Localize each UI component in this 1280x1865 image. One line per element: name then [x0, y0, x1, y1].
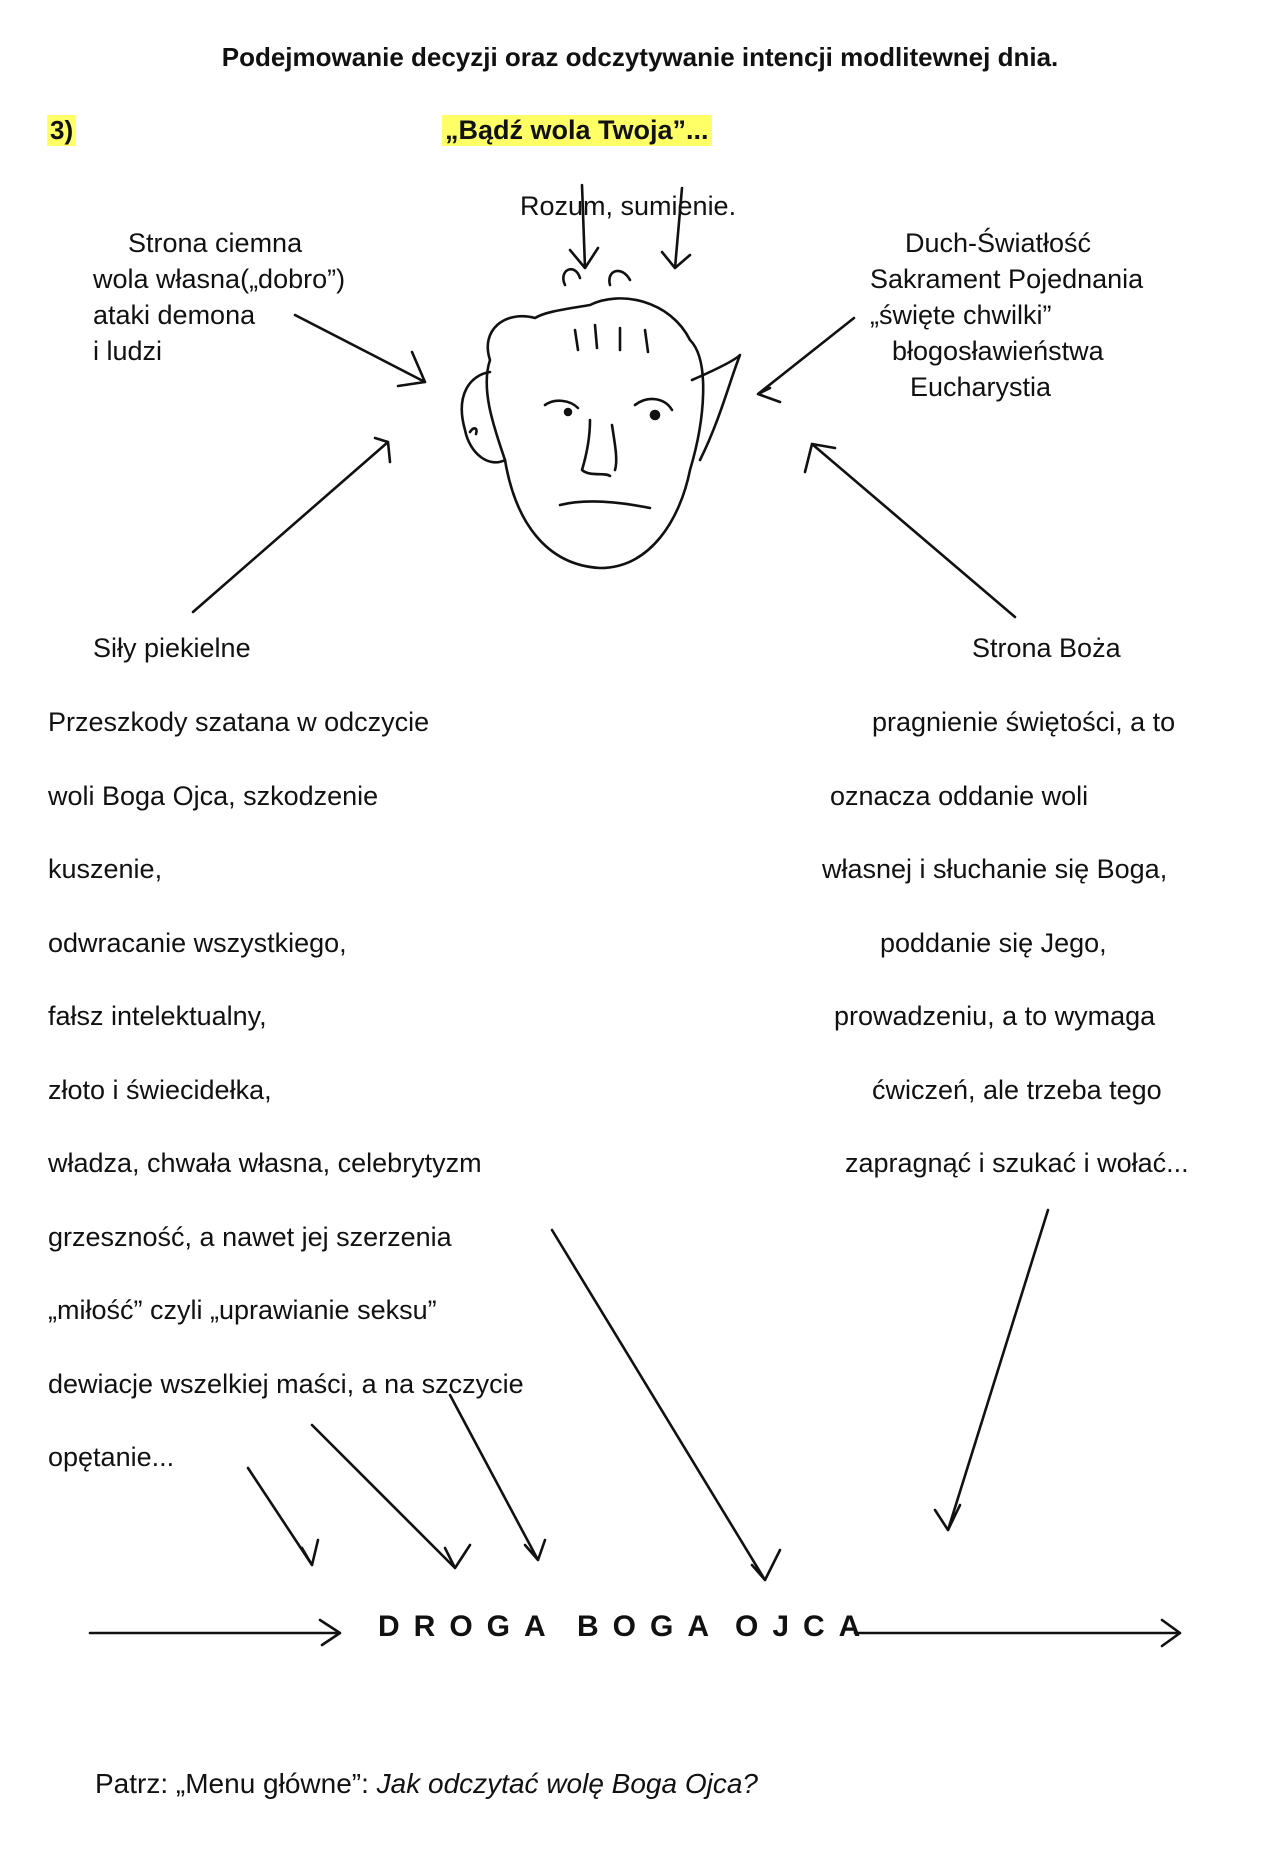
page-title: Podejmowanie decyzji oraz odczytywanie i… — [221, 42, 1059, 72]
arrows-sides — [191, 313, 1017, 619]
right-column: pragnienie świętości, a to oznacza oddan… — [0, 686, 1280, 1201]
right-line: prowadzeniu, a to wymaga — [834, 1001, 1156, 1031]
left-line: „miłość” czyli „uprawianie seksu” — [48, 1295, 437, 1325]
label-dark-side-3: ataki demona — [93, 300, 256, 330]
right-line: zapragnąć i szukać i wołać... — [845, 1148, 1189, 1178]
left-line: fałsz intelektualny, — [48, 1001, 267, 1031]
road-line — [88, 1618, 1182, 1648]
label-light-side-5: Eucharystia — [910, 372, 1052, 402]
right-line: poddanie się Jego, — [880, 927, 1107, 958]
left-line: złoto i świecidełka, — [48, 1074, 272, 1105]
footer-link[interactable]: Jak odczytać wolę Boga Ojca? — [376, 1768, 758, 1799]
label-dark-side-4: i ludzi — [93, 336, 163, 366]
road-word-3: OJCA — [735, 1610, 875, 1643]
label-hellish-forces: Siły piekielne — [93, 633, 251, 663]
road-word-2: BOGA — [577, 1610, 723, 1643]
left-line: dewiacje wszelkiej maści, a na szczycie — [48, 1368, 524, 1399]
label-light-side-2: Sakrament Pojednania — [870, 264, 1144, 294]
right-line: ćwiczeń, ale trzeba tego — [872, 1074, 1162, 1105]
label-gods-side: Strona Boża — [972, 633, 1121, 663]
left-line: władza, chwała własna, celebrytyzm — [48, 1148, 482, 1178]
section-subtitle: „Bądź wola Twoja”... — [442, 115, 712, 146]
right-line: pragnienie świętości, a to — [872, 707, 1176, 737]
left-line: kuszenie, — [48, 854, 163, 884]
left-line: woli Boga Ojca, szkodzenie — [48, 780, 379, 811]
label-light-side-4: błogosławieństwa — [892, 336, 1104, 366]
road-word-1: DROGA — [378, 1610, 560, 1643]
left-column: Przeszkody szatana w odczycie woli Boga … — [48, 686, 524, 1495]
label-light-side-3: „święte chwilki” — [870, 300, 1052, 330]
label-dark-side-1: Strona ciemna — [128, 228, 303, 258]
label-light-side-1: Duch-Światłość — [905, 228, 1092, 258]
face-drawing — [460, 267, 742, 570]
left-line: odwracanie wszystkiego, — [48, 927, 347, 958]
left-line: grzeszność, a nawet jej szerzenia — [48, 1221, 452, 1252]
section-number: 3) — [47, 115, 77, 146]
label-dark-side-2: wola własna(„dobro”) — [93, 264, 346, 294]
label-reason-conscience: Rozum, sumienie. — [520, 191, 737, 221]
footer-reference: Patrz: „Menu główne”: Jak odczytać wolę … — [95, 1768, 758, 1800]
arrows-bottom — [246, 1208, 1050, 1582]
left-line: opętanie... — [48, 1442, 175, 1472]
right-line: własnej i słuchanie się Boga, — [822, 854, 1168, 884]
right-line: oznacza oddanie woli — [830, 780, 1089, 811]
left-line: Przeszkody szatana w odczycie — [48, 707, 430, 737]
arrows-top — [568, 183, 692, 270]
footer-prefix: Patrz: „Menu główne”: — [95, 1768, 377, 1799]
